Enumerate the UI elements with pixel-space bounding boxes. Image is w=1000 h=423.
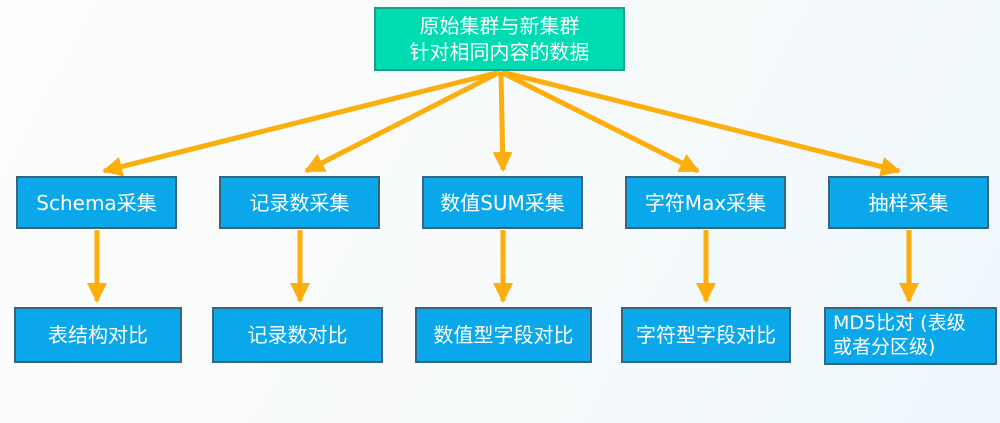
node-label: 记录数对比 — [247, 323, 348, 347]
node-record-count-compare: 记录数对比 — [212, 307, 383, 363]
node-numeric-sum-collect: 数值SUM采集 — [422, 176, 583, 229]
arrow-root-to-records — [304, 69, 502, 174]
node-label: 抽样采集 — [868, 190, 949, 215]
node-record-count-collect: 记录数采集 — [219, 176, 380, 229]
node-root-line1: 原始集群与新集群 — [419, 14, 580, 38]
node-label: Schema采集 — [36, 190, 157, 215]
node-md5-compare: MD5比对 (表级 或者分区级) — [824, 307, 997, 365]
arrow-root-to-max — [499, 69, 700, 174]
node-label: 字符Max采集 — [644, 190, 767, 215]
node-root-line2: 针对相同内容的数据 — [409, 40, 590, 64]
node-label-line2: 或者分区级) — [833, 336, 936, 358]
node-numeric-field-compare: 数值型字段对比 — [415, 307, 592, 363]
node-char-max-collect: 字符Max采集 — [625, 176, 786, 229]
node-label: 表结构对比 — [48, 323, 148, 347]
node-table-structure-compare: 表结构对比 — [14, 307, 182, 363]
node-label: 字符型字段对比 — [636, 323, 776, 347]
node-label: 记录数采集 — [249, 190, 350, 215]
node-label: 数值SUM采集 — [440, 190, 565, 215]
node-root-source-data: 原始集群与新集群 针对相同内容的数据 — [374, 7, 625, 71]
arrow-root-to-sample — [501, 69, 901, 177]
node-label-line1: MD5比对 (表级 — [833, 312, 966, 335]
node-char-field-compare: 字符型字段对比 — [621, 307, 791, 363]
node-label: 数值型字段对比 — [433, 323, 574, 347]
node-sampling-collect: 抽样采集 — [828, 176, 989, 229]
arrow-root-to-schema — [102, 69, 501, 177]
arrow-root-to-sum — [492, 71, 513, 172]
node-schema-collect: Schema采集 — [16, 176, 177, 229]
